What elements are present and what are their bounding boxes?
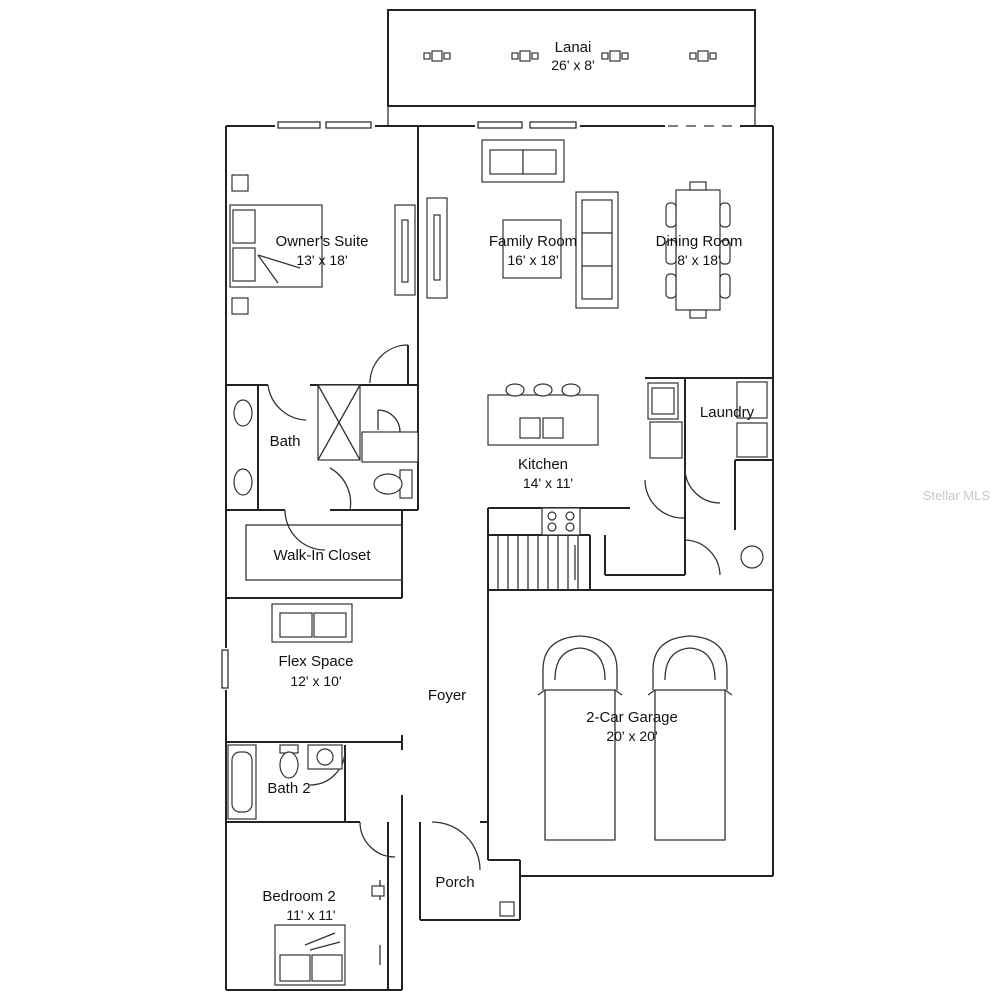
lanai-label: Lanai — [555, 39, 592, 56]
doors — [267, 344, 721, 965]
owners-dressers — [394, 197, 448, 299]
kitchen-label: Kitchen — [518, 456, 568, 473]
windows — [221, 121, 738, 689]
owners-bed — [229, 204, 323, 288]
stove — [541, 507, 581, 536]
dining-room-label: Dining Room — [656, 233, 743, 250]
porch-post — [499, 901, 515, 917]
sink — [233, 399, 253, 427]
toilet — [279, 744, 299, 779]
flex-space-label: Flex Space — [278, 653, 353, 670]
toilet — [373, 469, 413, 499]
watermark: Stellar MLS — [923, 488, 991, 503]
bedroom2-dims: 11' x 11' — [286, 907, 335, 923]
water-heater — [740, 545, 764, 569]
sink — [233, 468, 253, 496]
furniture — [227, 139, 768, 986]
laundry-label: Laundry — [700, 404, 755, 421]
garage-label: 2-Car Garage — [586, 709, 678, 726]
walk-in-closet-label: Walk-In Closet — [274, 547, 372, 564]
foyer-label: Foyer — [428, 687, 466, 704]
dining-table — [665, 181, 731, 319]
coffee-table — [502, 219, 562, 279]
kitchen-island — [487, 383, 599, 446]
porch-label: Porch — [435, 874, 474, 891]
nightstand — [231, 174, 249, 192]
walls — [225, 125, 774, 991]
bath-label: Bath — [270, 433, 301, 450]
lanai-light-fixtures — [423, 50, 717, 62]
car — [647, 635, 733, 841]
owners-suite-dims: 13' x 18' — [296, 252, 347, 268]
kitchen-dims: 14' x 11' — [523, 475, 573, 491]
flex-sofa — [271, 603, 353, 643]
bath2-label: Bath 2 — [267, 780, 310, 797]
nightstand — [231, 297, 249, 315]
family-room-dims: 16' x 18' — [507, 252, 558, 268]
dining-room-dims: 8' x 18' — [677, 252, 720, 268]
lanai-dims: 26' x 8' — [551, 57, 594, 73]
shower — [317, 384, 361, 461]
laundry-cabinet — [736, 381, 768, 419]
dryer — [649, 421, 683, 459]
room-labels: Lanai 26' x 8' Owner's Suite 13' x 18' F… — [262, 39, 754, 923]
sink — [307, 744, 343, 770]
owners-suite-label: Owner's Suite — [276, 233, 369, 250]
family-room-label: Family Room — [489, 233, 577, 250]
lanai — [387, 9, 756, 126]
family-couch — [575, 191, 619, 309]
bathtub — [227, 744, 257, 820]
bedroom2-label: Bedroom 2 — [262, 888, 335, 905]
bedroom2-bed — [274, 924, 346, 986]
flex-space-dims: 12' x 10' — [290, 673, 341, 689]
family-sofa — [481, 139, 565, 183]
garage-dims: 20' x 20' — [606, 728, 657, 744]
car — [537, 635, 623, 841]
stairs — [497, 535, 579, 590]
